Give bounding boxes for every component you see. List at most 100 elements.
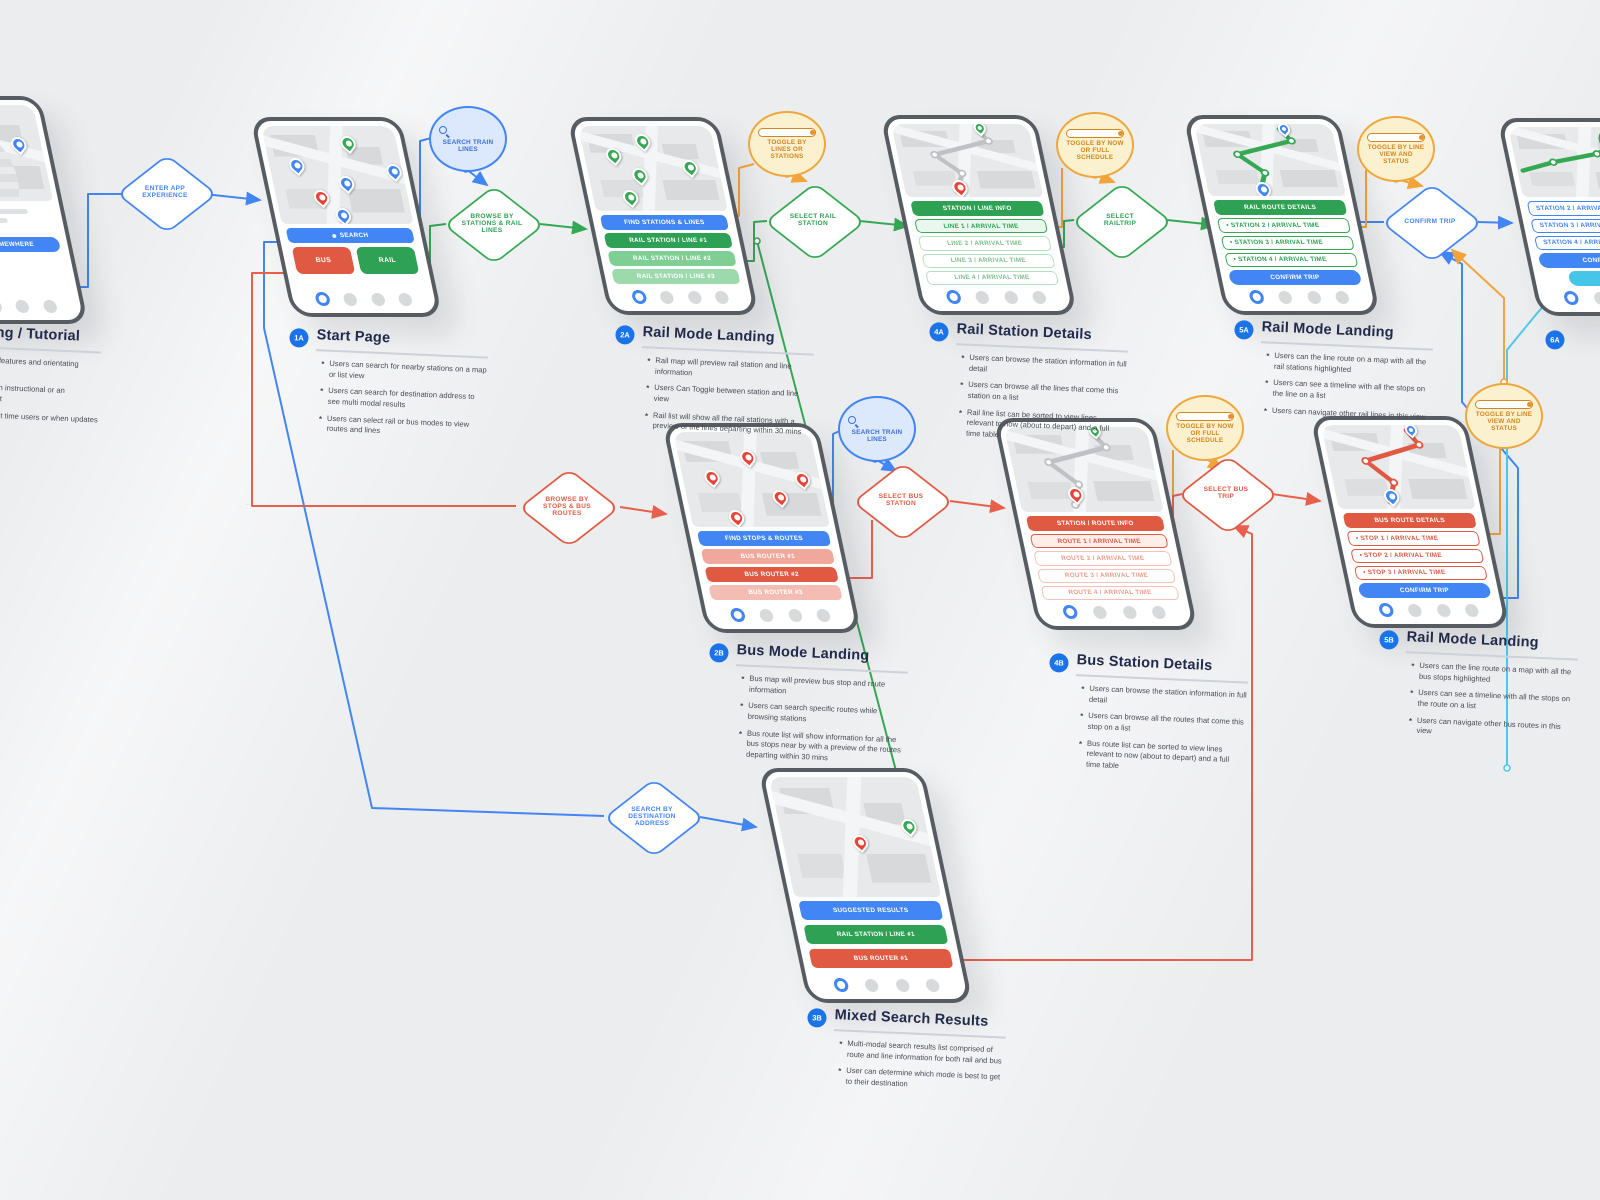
caption-mixed-search-results: 3B Mixed Search Results Multi-modal sear… xyxy=(804,1006,1007,1100)
confirm-trip-button[interactable]: CONFIRM TRIP xyxy=(1537,253,1600,268)
station-route-info-header[interactable]: STATION / ROUTE INFO xyxy=(1025,516,1166,532)
toggle-icon xyxy=(1367,133,1425,142)
bus-route-row[interactable]: BUS ROUTER #2 xyxy=(704,567,839,582)
step-badge: 4B xyxy=(1049,652,1069,673)
map-pin-icon xyxy=(311,186,333,209)
step-badge: 5B xyxy=(1379,629,1399,650)
decision-confirm-trip[interactable]: CONFIRM TRIP xyxy=(1381,183,1483,263)
rail-mode-button[interactable]: RAIL xyxy=(355,247,420,274)
tab-bar[interactable] xyxy=(1358,598,1499,619)
stop-arrival-row[interactable]: • STOP 1 / ARRIVAL TIME xyxy=(1346,531,1481,546)
tab-bar[interactable] xyxy=(709,603,850,624)
caption-confirmed-trip: 6A xyxy=(1545,328,1565,350)
map-pin-icon xyxy=(383,160,405,183)
decision-browse-by-stations-rail-lines[interactable]: BROWSE BY STATIONS & RAIL LINES xyxy=(443,185,545,265)
station-arrival-row[interactable]: • STATION 3 / ARRIVAL TIME xyxy=(1220,235,1355,250)
node-search-train-lines-2[interactable]: SEARCH TRAIN LINES xyxy=(838,396,916,462)
decision-enter-app-experience[interactable]: ENTER APP EXPERIENCE xyxy=(116,154,218,234)
map-pin-icon xyxy=(603,144,625,167)
phone-rail-route-details: RAIL ROUTE DETAILS • STATION 2 / ARRIVAL… xyxy=(1183,115,1381,315)
confirm-trip-button[interactable]: CONFIRM TRIP xyxy=(1227,270,1363,285)
step-badge: 2A xyxy=(615,324,635,345)
carousel-dots[interactable] xyxy=(0,223,61,237)
tab-bar[interactable] xyxy=(1542,286,1600,307)
rail-station-row[interactable]: RAIL STATION / LINE #1 xyxy=(603,233,733,248)
map-pin-icon xyxy=(629,164,651,187)
toggle-icon xyxy=(1066,129,1124,138)
bus-route-row[interactable]: BUS ROUTER #3 xyxy=(708,585,843,600)
decision-select-bus-station[interactable]: SELECT BUS STATION xyxy=(852,462,954,542)
route-arrival-row[interactable]: ROUTE 4 / ARRIVAL TIME xyxy=(1040,585,1180,600)
station-arrival-row[interactable]: STATION 3 / ARRIVAL TIME xyxy=(1530,218,1600,233)
take-me-somewhere-button[interactable]: TAKE ME SOMEWHERE xyxy=(0,237,62,252)
rail-route-details-header[interactable]: RAIL ROUTE DETAILS xyxy=(1213,200,1348,216)
map-pin-icon xyxy=(679,156,701,179)
notes-list: Rail map will preview rail station and l… xyxy=(638,355,813,438)
line-arrival-row[interactable]: LINE 1 / ARRIVAL TIME xyxy=(914,219,1049,234)
node-toggle-by-now-or-full-schedule-2[interactable]: TOGGLE BY NOW OR FULL SCHEDULE xyxy=(1166,395,1244,461)
rail-result-row[interactable]: RAIL STATION / LINE #1 xyxy=(803,925,949,944)
decision-search-by-destination-address[interactable]: SEARCH BY DESTINATION ADDRESS xyxy=(603,778,705,858)
notes-list: Users can browse the station information… xyxy=(952,352,1128,446)
tab-bar[interactable] xyxy=(0,295,78,315)
find-stations-lines-button[interactable]: FIND STATIONS & LINES xyxy=(599,215,730,230)
decision-browse-by-stops-bus-routes[interactable]: BROWSE BY STOPS & BUS ROUTES xyxy=(518,468,620,548)
tab-bar[interactable] xyxy=(925,285,1066,306)
toggle-icon xyxy=(1176,412,1234,421)
search-icon xyxy=(331,233,337,238)
find-stops-routes-button[interactable]: FIND STOPS & ROUTES xyxy=(696,531,832,546)
route-arrival-row[interactable]: ROUTE 2 / ARRIVAL TIME xyxy=(1033,551,1173,566)
tab-bar[interactable] xyxy=(612,285,748,306)
node-toggle-by-line-view-and-status[interactable]: TOGGLE BY LINE VIEW AND STATUS xyxy=(1357,116,1435,182)
decision-select-rail-station[interactable]: SELECT RAIL STATION xyxy=(764,182,866,262)
bus-route-details-header[interactable]: BUS ROUTE DETAILS xyxy=(1342,513,1477,529)
bus-result-row[interactable]: BUS ROUTER #1 xyxy=(808,949,954,968)
caption-bus-station-details: 4B Bus Station Details Users can browse … xyxy=(1045,651,1249,783)
stop-arrival-row[interactable]: • STOP 2 / ARRIVAL TIME xyxy=(1350,548,1485,563)
caption-rail-route-landing: 5A Rail Mode Landing Users can the line … xyxy=(1231,318,1434,429)
station-arrival-row[interactable]: • STATION 2 / ARRIVAL TIME xyxy=(1216,218,1352,233)
map-pin-icon xyxy=(701,466,723,489)
bus-route-row[interactable]: BUS ROUTER #1 xyxy=(700,549,835,564)
tutorial-graphic xyxy=(0,117,32,201)
tab-bar[interactable] xyxy=(295,287,431,308)
station-arrival-row[interactable]: STATION 2 / ARRIVAL TIME xyxy=(1526,201,1600,216)
station-arrival-row[interactable]: STATION 4 / ARRIVAL TIME xyxy=(1534,235,1600,250)
caption-onboarding: Onboarding / Tutorial Highlights major f… xyxy=(0,322,102,442)
line-arrival-row[interactable]: LINE 2 / ARRIVAL TIME xyxy=(917,236,1052,251)
node-search-train-lines[interactable]: SEARCH TRAIN LINES xyxy=(429,106,507,172)
stop-arrival-row[interactable]: • STOP 3 / ARRIVAL TIME xyxy=(1353,565,1488,580)
search-bar[interactable]: SEARCH xyxy=(285,228,415,243)
notes-list: Users can the line route on a map with a… xyxy=(1258,350,1433,423)
line-arrival-row[interactable]: LINE 4 / ARRIVAL TIME xyxy=(925,270,1060,285)
map-route-preview xyxy=(1320,425,1476,510)
decision-select-railtrip[interactable]: SELECT RAILTRIP xyxy=(1071,182,1173,262)
notes-list: Users can the line route on a map with a… xyxy=(1402,660,1577,743)
suggested-results-header[interactable]: SUGGESTED RESULTS xyxy=(798,901,944,920)
map-pin-icon xyxy=(632,130,654,153)
caption-bus-route-landing: 5B Rail Mode Landing Users can the line … xyxy=(1375,628,1579,749)
map-pin-icon xyxy=(332,204,355,224)
explore-button[interactable]: EXPLORE xyxy=(1567,271,1600,286)
route-arrival-row[interactable]: ROUTE 3 / ARRIVAL TIME xyxy=(1037,568,1177,583)
node-toggle-by-now-or-full-schedule[interactable]: TOGGLE BY NOW OR FULL SCHEDULE xyxy=(1056,112,1134,178)
rail-station-row[interactable]: RAIL STATION / LINE #2 xyxy=(607,251,737,266)
bus-mode-button[interactable]: BUS xyxy=(291,247,356,274)
map-pin-icon xyxy=(8,133,30,156)
confirm-trip-button[interactable]: CONFIRM TRIP xyxy=(1357,583,1492,598)
tab-bar[interactable] xyxy=(1041,600,1187,621)
decision-select-bus-trip[interactable]: SELECT BUS TRIP xyxy=(1177,455,1279,535)
tab-bar[interactable] xyxy=(1228,285,1369,306)
station-arrival-row[interactable]: • STATION 4 / ARRIVAL TIME xyxy=(1224,252,1359,267)
route-arrival-row[interactable]: ROUTE 1 / ARRIVAL TIME xyxy=(1029,534,1169,549)
search-icon xyxy=(848,415,906,427)
station-line-info-header[interactable]: STATION / LINE INFO xyxy=(910,201,1045,217)
map-pin-icon xyxy=(737,446,759,469)
rail-station-row[interactable]: RAIL STATION / LINE #3 xyxy=(611,269,741,284)
node-toggle-by-lines-or-stations[interactable]: TOGGLE BY LINES OR STATIONS xyxy=(748,111,826,177)
map-pin-icon xyxy=(791,468,814,491)
line-arrival-row[interactable]: LINE 3 / ARRIVAL TIME xyxy=(921,253,1056,268)
tab-bar[interactable] xyxy=(811,973,962,994)
node-toggle-by-line-view-and-status-2[interactable]: TOGGLE BY LINE VIEW AND STATUS xyxy=(1465,383,1543,449)
